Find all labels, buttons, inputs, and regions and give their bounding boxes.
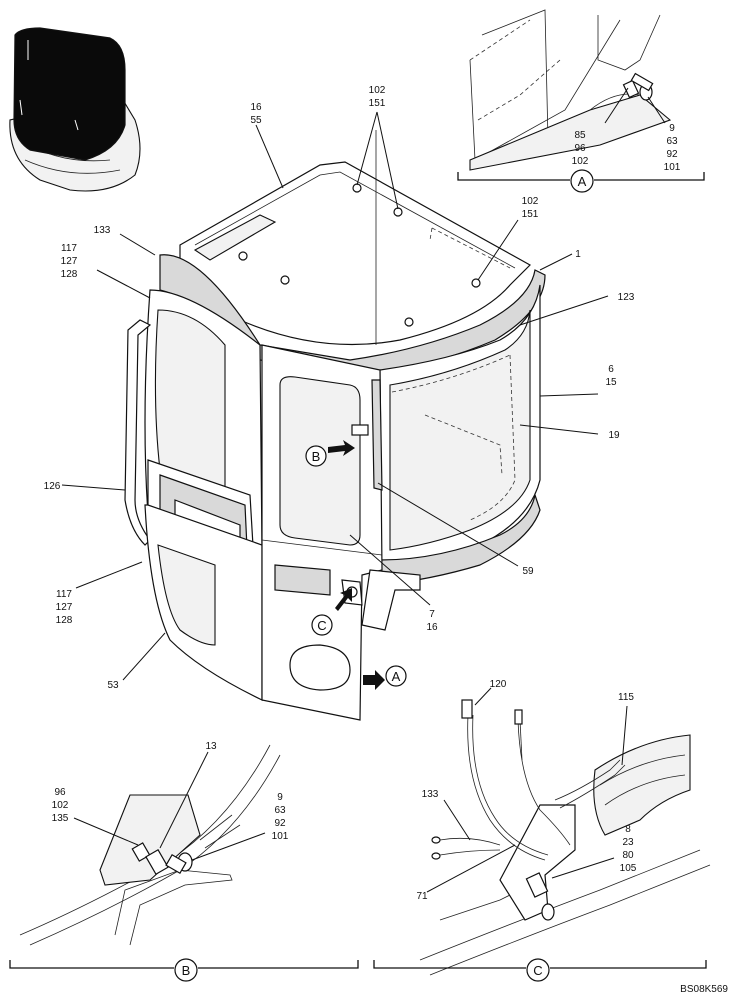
detail-a-left-label-2: 102 (572, 156, 589, 167)
label-127-upper: 127 (61, 256, 78, 267)
main-labels: 16 55 102 151 102 151 133 117 127 128 1 … (44, 85, 635, 691)
detail-a-leader-right (647, 96, 666, 124)
label-151-right: 151 (522, 209, 539, 220)
detail-a-bracket (457, 172, 705, 181)
detail-a-right-label-1: 63 (666, 136, 678, 147)
detail-b-left-label-1: 102 (52, 800, 69, 811)
cab-main (124, 130, 546, 721)
label-53: 53 (107, 680, 119, 691)
label-6: 6 (608, 364, 614, 375)
detail-a: 85 96 102 9 63 92 101 A (457, 9, 705, 193)
main-leaders (61, 111, 609, 681)
drawing-id: BS08K569 (680, 984, 728, 995)
label-15: 15 (605, 377, 617, 388)
label-7: 7 (429, 609, 435, 620)
detail-a-circle-letter: A (578, 174, 587, 189)
label-1: 1 (575, 249, 581, 260)
label-59: 59 (522, 566, 534, 577)
arrow-to-b (328, 440, 355, 456)
detail-b-right-label-1: 63 (274, 805, 286, 816)
detail-a-right-label-3: 101 (664, 162, 681, 173)
detail-c: 120 115 133 8 23 80 105 71 C (373, 679, 711, 982)
callout-b-circle (305, 445, 327, 467)
detail-b-left-label-0: 96 (54, 787, 66, 798)
label-19: 19 (608, 430, 620, 441)
detail-c-right-label-3: 105 (620, 863, 637, 874)
detail-c-bottom-label: 71 (416, 891, 428, 902)
cab-right-window (389, 309, 531, 551)
label-117-upper: 117 (61, 243, 77, 254)
label-102-right: 102 (522, 196, 539, 207)
detail-b-top-label: 13 (205, 741, 217, 752)
detail-a-circle (570, 169, 594, 193)
detail-c-top-left-label: 120 (490, 679, 507, 690)
label-151-top: 151 (369, 98, 386, 109)
label-128-upper: 128 (61, 269, 78, 280)
detail-a-left-label-0: 85 (574, 130, 586, 141)
label-102-top: 102 (369, 85, 386, 96)
callout-c-letter: C (317, 618, 326, 633)
label-133-main: 133 (94, 225, 111, 236)
detail-b-right-label-2: 92 (274, 818, 286, 829)
detail-b-right-label-3: 101 (272, 831, 289, 842)
detail-c-circle-letter: C (533, 963, 542, 978)
callout-a-letter: A (392, 669, 401, 684)
detail-b-circle (174, 958, 198, 982)
detail-b-left-label-2: 135 (52, 813, 69, 824)
callout-b-letter: B (312, 449, 321, 464)
detail-b-bracket (9, 960, 359, 969)
label-128-lower: 128 (56, 615, 73, 626)
detail-a-right-label-0: 9 (669, 123, 675, 134)
detail-c-bracket (373, 960, 707, 969)
label-117-lower: 117 (56, 589, 72, 600)
overview-thumbnail (9, 27, 141, 192)
detail-c-circle (526, 958, 550, 982)
label-127-lower: 127 (56, 602, 73, 613)
detail-b-circle-letter: B (182, 963, 191, 978)
main-callouts: B C A (305, 445, 407, 687)
arrow-to-a (363, 670, 385, 690)
callout-a-circle (385, 665, 407, 687)
detail-a-bolt (622, 72, 654, 101)
detail-a-left-label-1: 96 (574, 143, 586, 154)
detail-a-right-label-2: 92 (666, 149, 678, 160)
detail-b: 13 96 102 135 9 63 92 101 B (9, 741, 359, 982)
arrow-to-c (335, 588, 352, 611)
label-16-lower: 16 (426, 622, 438, 633)
detail-b-right-label-0: 9 (277, 792, 283, 803)
detail-a-leader-left (604, 87, 629, 124)
label-16: 16 (250, 102, 262, 113)
label-55: 55 (250, 115, 262, 126)
detail-c-right-label-0: 8 (625, 824, 631, 835)
detail-c-top-right-label: 115 (618, 692, 634, 703)
label-126: 126 (44, 481, 61, 492)
label-123: 123 (618, 292, 635, 303)
detail-c-right-label-2: 80 (622, 850, 634, 861)
detail-c-left-label: 133 (422, 789, 439, 800)
detail-c-right-label-1: 23 (622, 837, 634, 848)
callout-c-circle (311, 614, 333, 636)
